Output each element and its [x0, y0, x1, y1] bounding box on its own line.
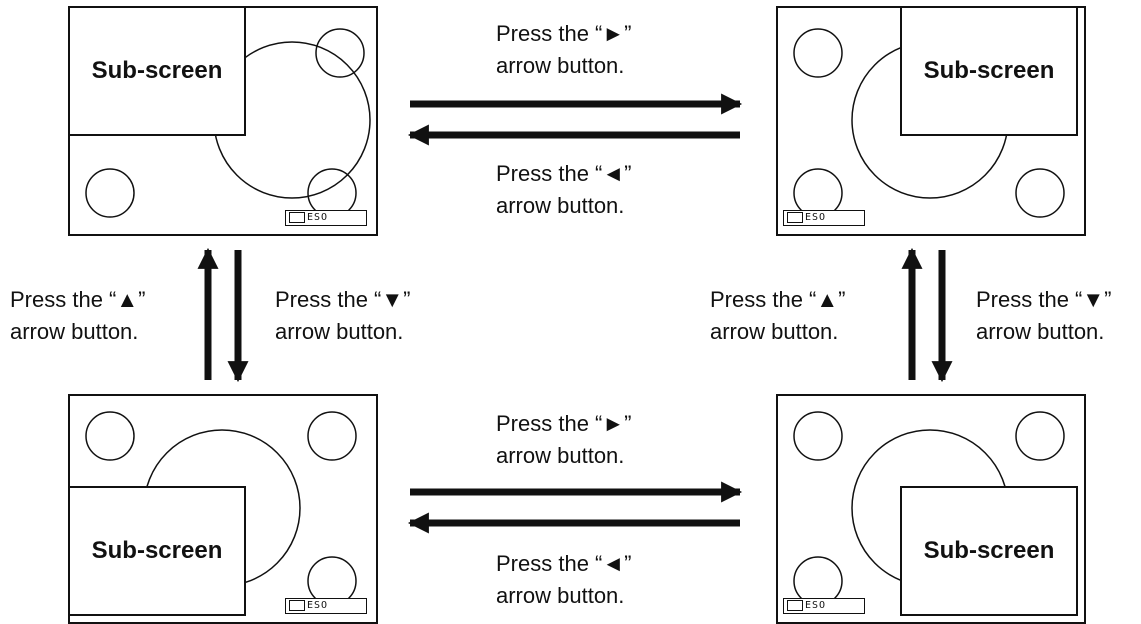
- label-press-down-left: Press the “▼” arrow button.: [275, 287, 411, 344]
- sub-screen: Sub-screen: [70, 8, 246, 136]
- sub-screen-label: Sub-screen: [923, 537, 1055, 564]
- sub-screen: Sub-screen: [70, 486, 246, 616]
- status-badge: ESO: [285, 598, 367, 614]
- display-mode-icon: [787, 211, 803, 223]
- sub-screen-label: Sub-screen: [91, 57, 223, 84]
- display-mode-icon: [289, 211, 305, 223]
- label-press-right-bottom: Press the “►” arrow button.: [496, 411, 632, 468]
- sub-screen: Sub-screen: [900, 486, 1078, 616]
- screen-bottom-right: Sub-screen ESO: [776, 394, 1086, 624]
- display-mode-icon: [289, 599, 305, 611]
- sub-screen: Sub-screen: [900, 8, 1078, 136]
- status-badge: ESO: [783, 210, 865, 226]
- screen-top-left: Sub-screen ESO: [68, 6, 378, 236]
- status-badge: ESO: [285, 210, 367, 226]
- label-press-right-top: Press the “►” arrow button.: [496, 21, 632, 78]
- display-mode-icon: [787, 599, 803, 611]
- sub-screen-label: Sub-screen: [923, 57, 1055, 84]
- status-badge: ESO: [783, 598, 865, 614]
- sub-screen-label: Sub-screen: [91, 537, 223, 564]
- label-press-left-bottom: Press the “◄” arrow button.: [496, 551, 632, 608]
- label-press-left-top: Press the “◄” arrow button.: [496, 161, 632, 218]
- label-press-up-right: Press the “▲” arrow button.: [710, 287, 846, 344]
- label-press-up-left: Press the “▲” arrow button.: [10, 287, 146, 344]
- label-press-down-right: Press the “▼” arrow button.: [976, 287, 1112, 344]
- screen-bottom-left: Sub-screen ESO: [68, 394, 378, 624]
- screen-top-right: Sub-screen ESO: [776, 6, 1086, 236]
